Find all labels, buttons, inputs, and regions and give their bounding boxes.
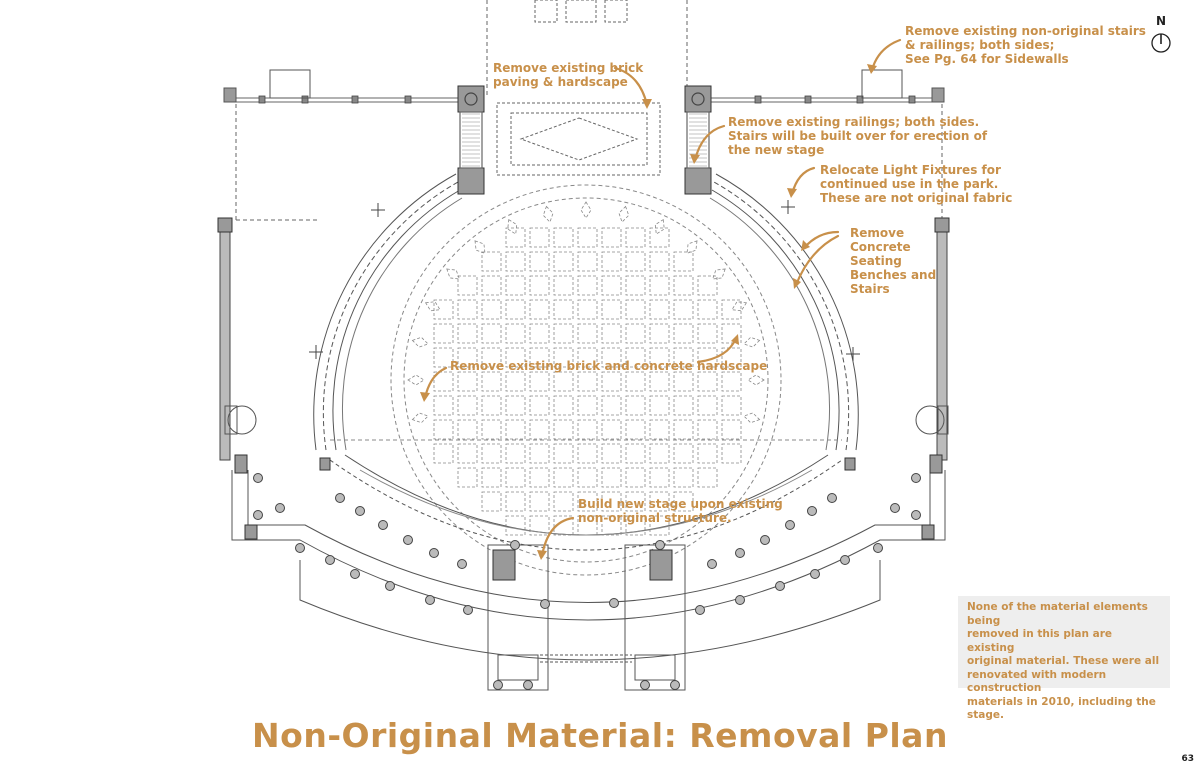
north-compass-icon bbox=[1151, 33, 1171, 53]
page-number: 63 bbox=[1181, 754, 1194, 764]
note-brick-paving: Remove existing brick paving & hardscape bbox=[493, 61, 644, 89]
page-title: Non-Original Material: Removal Plan bbox=[252, 716, 948, 755]
note-light-fixtures: Relocate Light Fixtures for continued us… bbox=[820, 163, 1013, 205]
note-stairs-railings: Remove existing non-original stairs & ra… bbox=[905, 24, 1146, 66]
note-stage: Build new stage upon existing non-origin… bbox=[578, 497, 783, 525]
north-arrow: N bbox=[1146, 14, 1176, 58]
note-railings: Remove existing railings; both sides. St… bbox=[728, 115, 988, 157]
north-label: N bbox=[1155, 14, 1167, 28]
note-hardscape: Remove existing brick and concrete hards… bbox=[450, 359, 768, 373]
note-benches: Remove Concrete Seating Benches and Stai… bbox=[850, 226, 937, 296]
info-box-text: None of the material elements being remo… bbox=[967, 601, 1160, 721]
info-box: None of the material elements being remo… bbox=[958, 596, 1170, 721]
